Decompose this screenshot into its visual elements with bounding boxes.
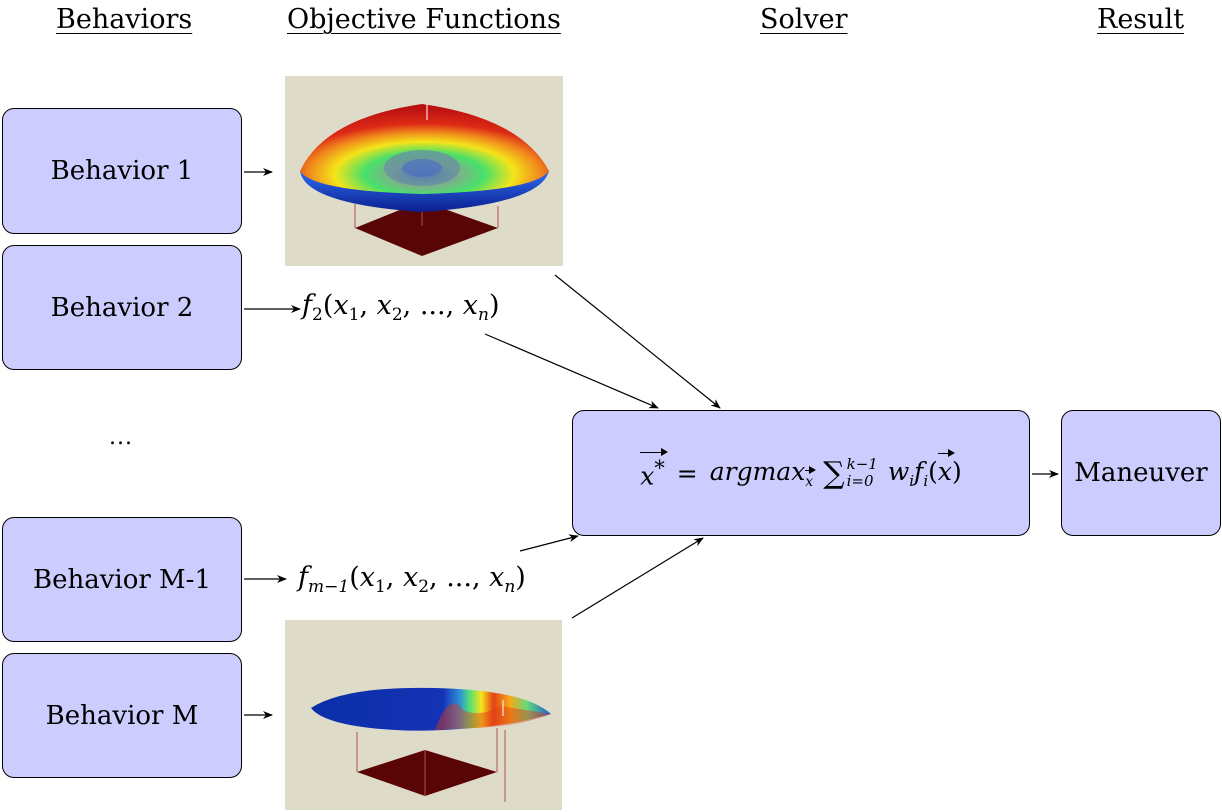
behavior-1-box: Behavior 1 bbox=[2, 108, 242, 234]
header-result: Result bbox=[1097, 4, 1185, 35]
behavior-1-label: Behavior 1 bbox=[50, 156, 194, 186]
arrow-f2-to-solver bbox=[484, 333, 659, 409]
behavior-2-label: Behavior 2 bbox=[50, 292, 194, 323]
arrow-fm1-to-solver bbox=[519, 534, 579, 552]
function-f2-label: f2(x1, x2, ..., xn) bbox=[302, 290, 500, 325]
objective-surface-plot-2 bbox=[285, 620, 562, 810]
function-fm1-label: fm−1(x1, x2, ..., xn) bbox=[298, 562, 526, 597]
arrow-plot1-to-solver bbox=[554, 274, 721, 409]
behavior-m-label: Behavior M bbox=[45, 700, 199, 731]
objective-surface-plot-1 bbox=[285, 76, 563, 266]
behavior-ellipsis: ... bbox=[109, 425, 133, 450]
behavior-m-1-label: Behavior M-1 bbox=[32, 564, 212, 595]
behavior-m-box: Behavior M bbox=[2, 653, 242, 778]
header-objective-functions: Objective Functions bbox=[287, 4, 561, 35]
header-solver: Solver bbox=[760, 4, 848, 35]
result-box: Maneuver bbox=[1061, 410, 1221, 536]
arrow-plot2-to-solver bbox=[571, 537, 704, 619]
behavior-2-box: Behavior 2 bbox=[2, 245, 242, 370]
header-behaviors: Behaviors bbox=[56, 4, 193, 35]
behavior-m-1-box: Behavior M-1 bbox=[2, 517, 242, 642]
result-label: Maneuver bbox=[1074, 458, 1208, 488]
